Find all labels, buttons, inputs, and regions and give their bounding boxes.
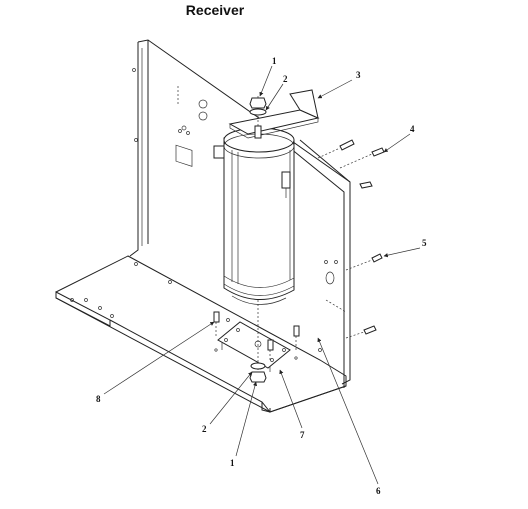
callout-1-bottom: 1 [230,458,235,468]
callout-5: 5 [422,238,427,248]
callout-2-bottom: 2 [202,424,207,434]
receiver-tank [213,127,295,305]
callout-4: 4 [410,124,415,134]
callout-8: 8 [96,394,101,404]
callout-3: 3 [356,70,361,80]
top-fittings [249,96,267,139]
screws [213,139,385,362]
mounting-plate [217,321,291,372]
callout-2-top: 2 [283,74,288,84]
side-panel [289,139,351,388]
leader-lines [103,65,421,485]
base-plate [55,255,347,413]
callout-1-top: 1 [272,56,277,66]
callout-labels: 1 2 3 4 5 6 7 8 2 1 [96,56,427,496]
callout-6: 6 [376,486,381,496]
bottom-fittings [249,300,267,383]
tank-bracket [228,89,320,139]
diagram-title: Receiver [185,2,245,18]
callout-7: 7 [300,430,305,440]
